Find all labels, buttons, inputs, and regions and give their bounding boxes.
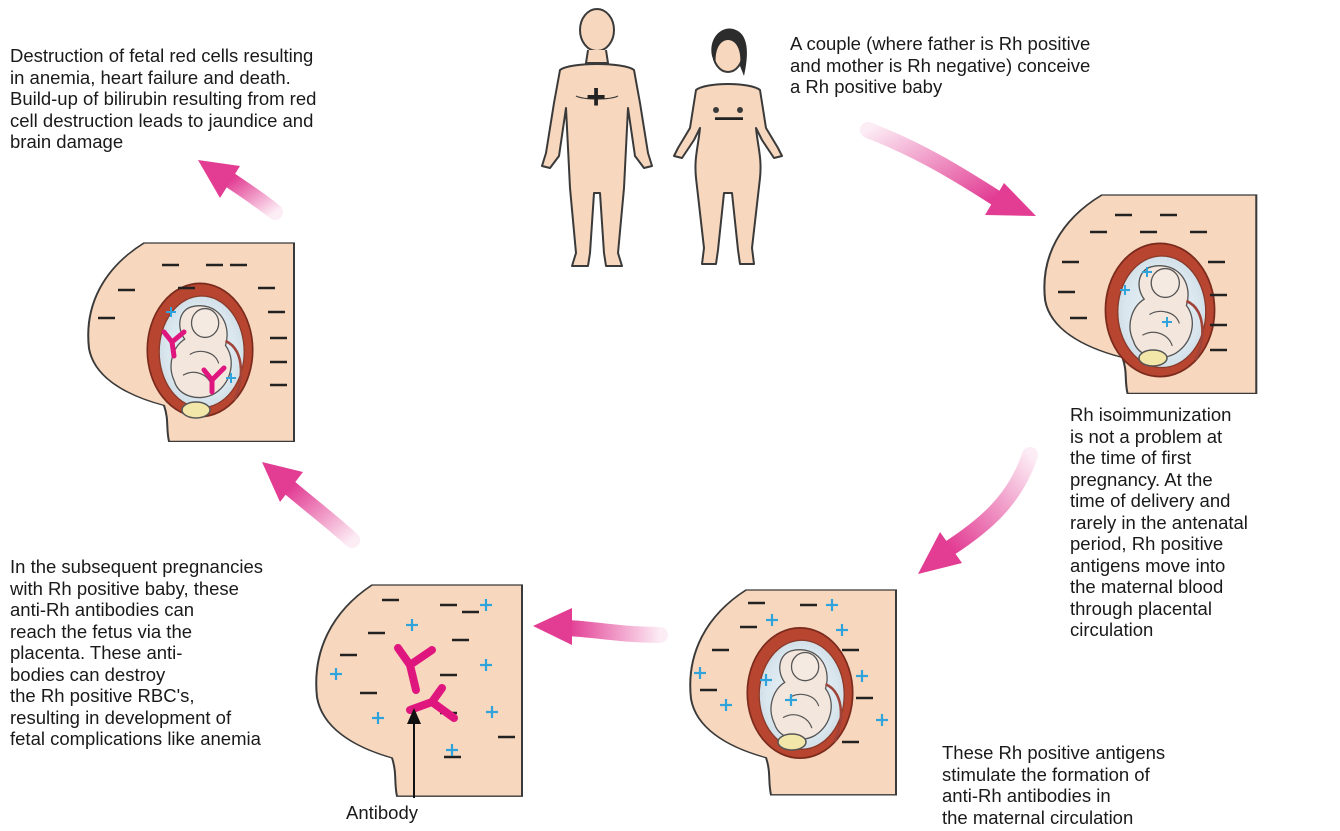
antigens-description: These Rh positive antigens stimulate the…: [942, 742, 1332, 828]
antibody-label: Antibody: [346, 802, 466, 824]
father-figure: [542, 9, 652, 266]
first-pregnancy-placenta-marker: [1139, 350, 1167, 366]
father-rh-sign: +: [586, 78, 606, 116]
destruction-description: Destruction of fetal red cells resulting…: [10, 45, 470, 153]
arrow-antibodies-to-subsequent-pregnancy: [262, 462, 352, 540]
arrow-couple-to-first-pregnancy: [868, 130, 1036, 216]
arrow-subsequent-pregnancy-to-destruction: [198, 160, 275, 212]
subsequent-pregnancy-placenta-marker: [182, 402, 210, 418]
delivery-placenta-marker: [778, 734, 806, 750]
arrow-first-pregnancy-to-delivery: [918, 455, 1030, 574]
arrow-delivery-to-antibodies: [533, 608, 660, 645]
mother-rh-sign: —: [715, 101, 743, 132]
subsequent-pregnancy-description: In the subsequent pregnancies with Rh po…: [10, 556, 410, 750]
subsequent-pregnancy-fetus: [147, 283, 252, 416]
mother-figure: [674, 28, 782, 264]
couple-description: A couple (where father is Rh positive an…: [790, 33, 1250, 98]
first-pregnancy-description: Rh isoimmunization is not a problem at t…: [1070, 404, 1340, 641]
